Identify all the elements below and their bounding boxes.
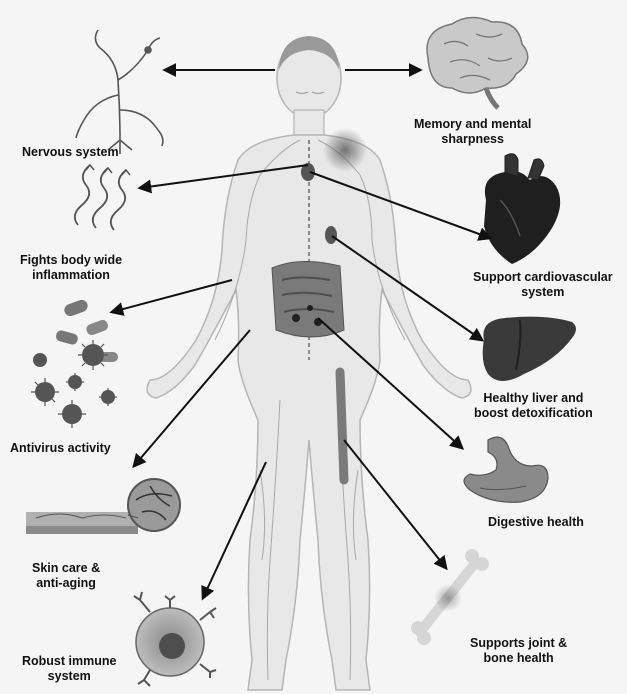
label-liver-line2: boost detoxification bbox=[474, 406, 593, 421]
immune-cell-icon bbox=[134, 592, 216, 686]
virus-cluster-icon bbox=[31, 298, 118, 428]
label-nervous-system: Nervous system bbox=[22, 145, 119, 160]
label-cardiovascular: Support cardiovascular system bbox=[473, 270, 613, 300]
skin-layer-icon bbox=[26, 479, 180, 534]
label-cardio-line2: system bbox=[473, 285, 613, 300]
label-memory: Memory and mental sharpness bbox=[414, 117, 531, 147]
label-immune: Robust immune system bbox=[22, 654, 116, 684]
label-memory-line2: sharpness bbox=[414, 132, 531, 147]
label-inflammation-line1: Fights body wide bbox=[20, 253, 122, 268]
label-joint-line1: Supports joint & bbox=[470, 636, 567, 651]
brain-icon bbox=[427, 17, 528, 108]
label-cardio-line1: Support cardiovascular bbox=[473, 270, 613, 285]
label-digestive-line1: Digestive health bbox=[488, 515, 584, 530]
label-immune-line2: system bbox=[22, 669, 116, 684]
neuron-icon bbox=[76, 30, 163, 154]
label-skin-line1: Skin care & bbox=[32, 561, 100, 576]
label-liver: Healthy liver and boost detoxification bbox=[474, 391, 593, 421]
wavy-arrows-icon bbox=[75, 165, 130, 230]
bone-icon bbox=[411, 549, 489, 645]
label-nervous-line1: Nervous system bbox=[22, 145, 119, 160]
stomach-icon bbox=[464, 437, 548, 502]
liver-icon bbox=[483, 317, 576, 381]
label-antivirus: Antivirus activity bbox=[10, 441, 111, 456]
label-liver-line1: Healthy liver and bbox=[474, 391, 593, 406]
label-memory-line1: Memory and mental bbox=[414, 117, 531, 132]
intestines-organ bbox=[272, 261, 344, 337]
label-inflammation: Fights body wide inflammation bbox=[20, 253, 122, 283]
label-skin-care: Skin care & anti-aging bbox=[32, 561, 100, 591]
label-skin-line2: anti-aging bbox=[32, 576, 100, 591]
heart-icon bbox=[484, 154, 560, 264]
label-joint-line2: bone health bbox=[470, 651, 567, 666]
label-immune-line1: Robust immune bbox=[22, 654, 116, 669]
label-inflammation-line2: inflammation bbox=[20, 268, 122, 283]
label-joint-bone: Supports joint & bone health bbox=[470, 636, 567, 666]
label-antivirus-line1: Antivirus activity bbox=[10, 441, 111, 456]
label-digestive: Digestive health bbox=[488, 515, 584, 530]
